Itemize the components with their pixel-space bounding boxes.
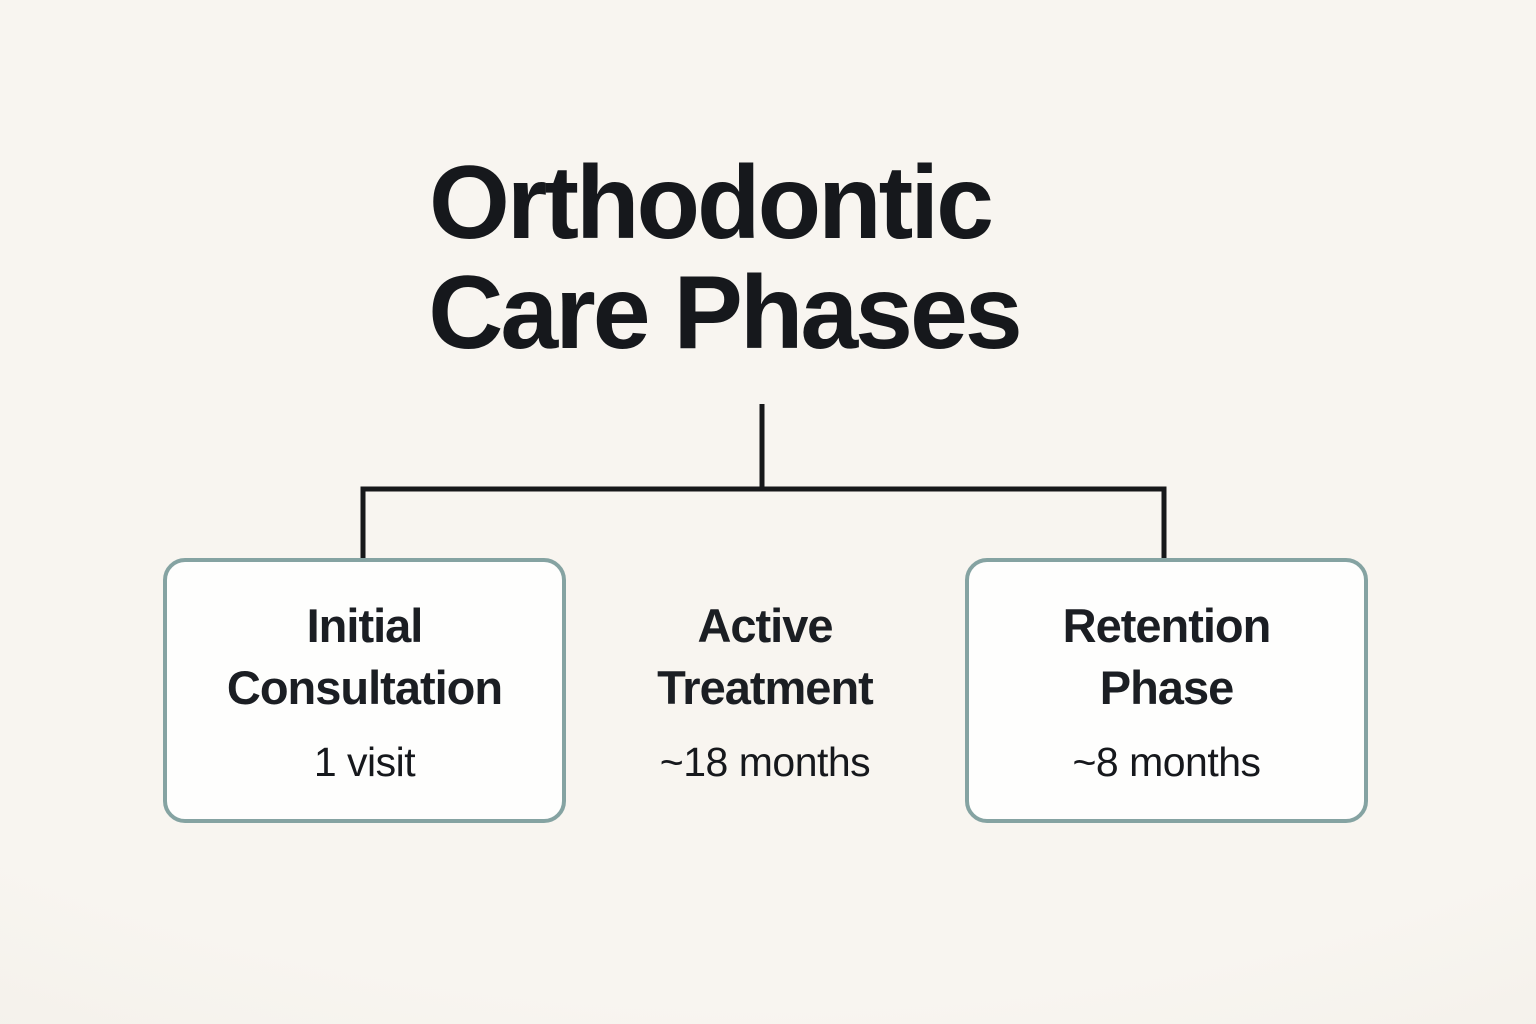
node-retention-phase: Retention Phase ~8 months [965,558,1368,823]
node-title-line-2: Phase [1099,661,1234,714]
node-title-line-1: Initial [306,598,424,652]
node-title-line-2: Treatment [657,661,874,714]
connector-branch-line [360,486,1167,559]
diagram-title-line-2: Care Phases [428,255,1022,372]
node-title: Active Treatment [657,595,874,719]
node-title-line-1: Active [697,598,833,652]
node-title: Initial Consultation [226,595,503,719]
node-title: Retention Phase [1062,595,1272,719]
node-initial-consultation: Initial Consultation 1 visit [163,558,566,823]
node-title-line-1: Retention [1062,598,1272,652]
node-duration: ~8 months [1072,739,1261,786]
node-title-line-2: Consultation [226,661,503,714]
node-active-treatment: Active Treatment ~18 months [565,558,965,823]
diagram-title-line-1: Orthodontic [428,145,994,261]
diagram-title: Orthodontic Care Phases [0,145,1420,369]
node-duration: ~18 months [659,739,871,786]
node-duration: 1 visit [313,739,416,786]
